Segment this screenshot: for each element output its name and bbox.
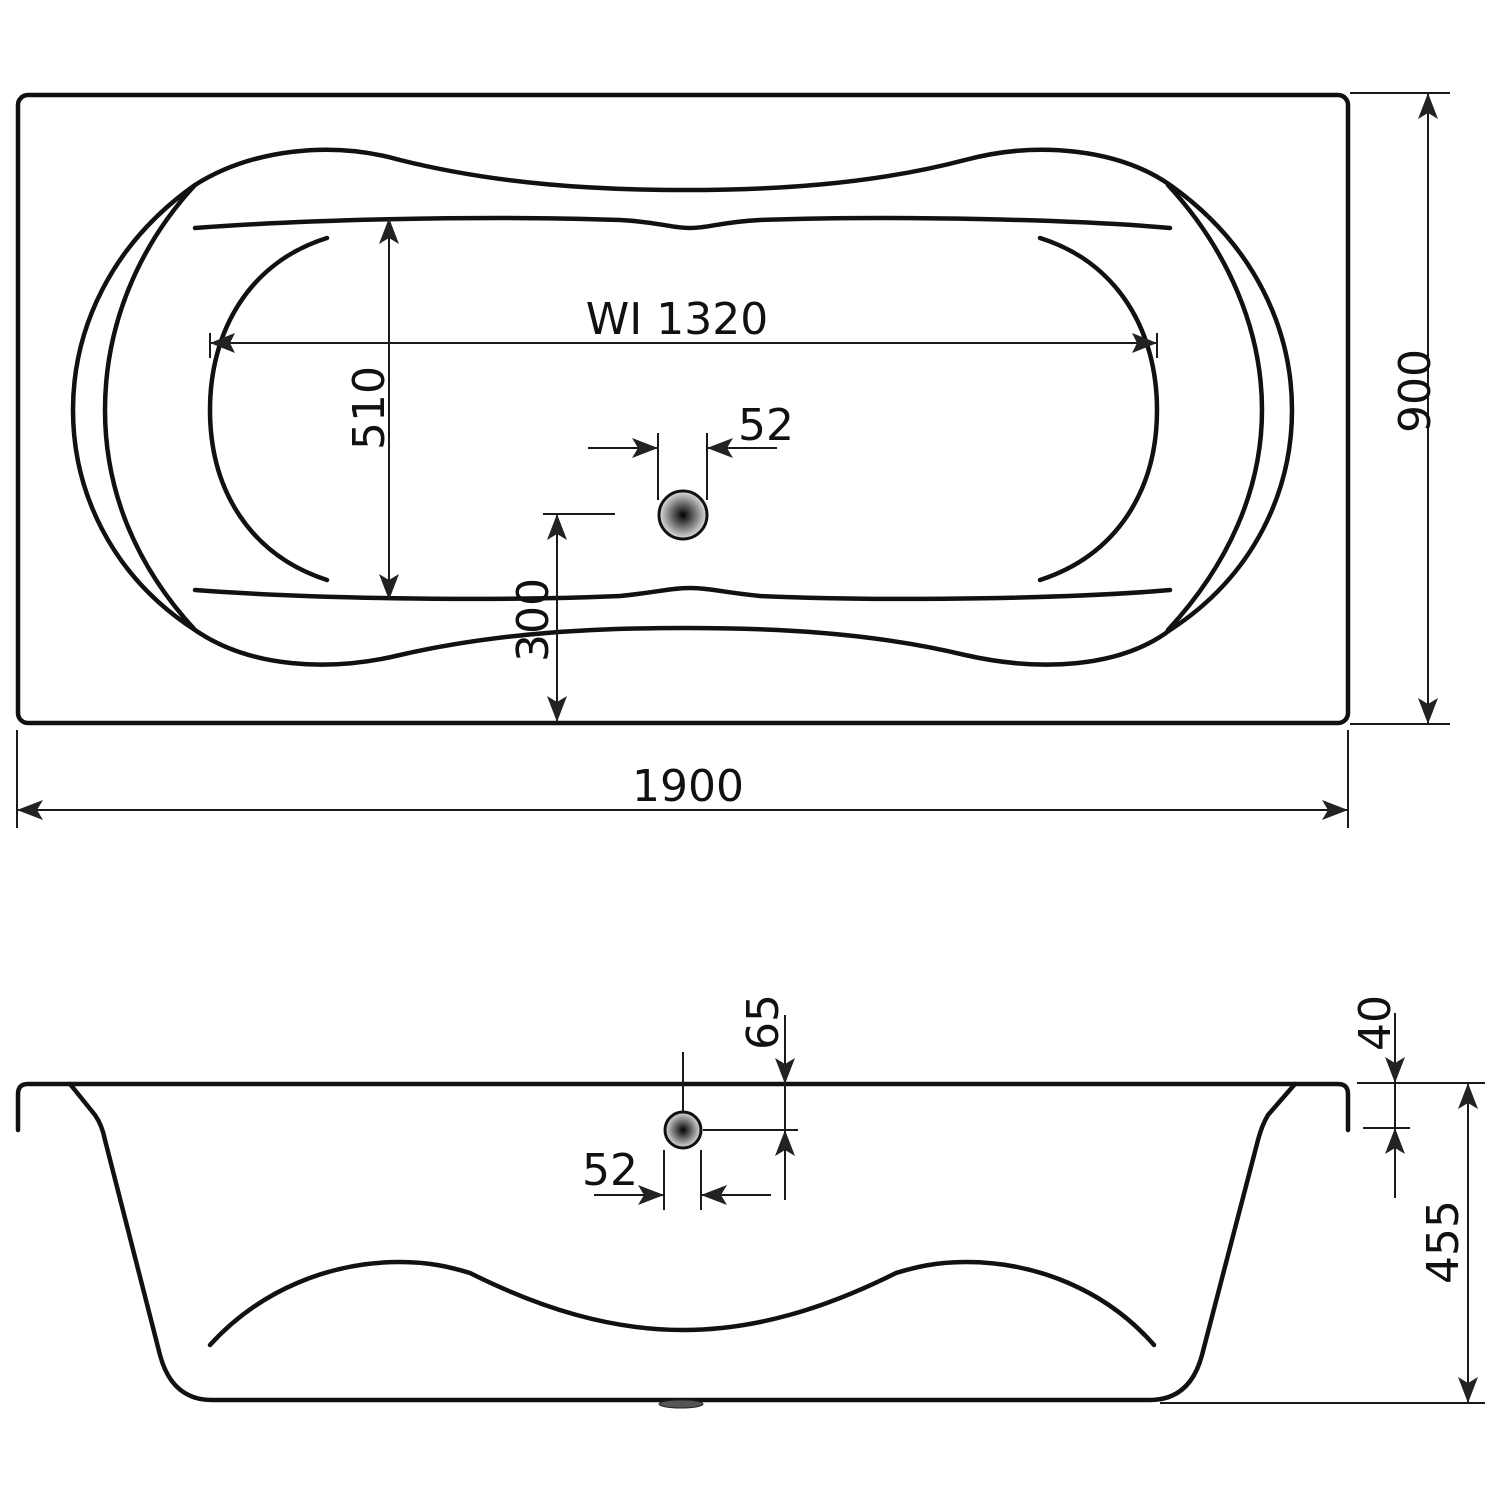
drain-offset-label: 300 bbox=[508, 578, 559, 662]
tub-side-backrest-profile bbox=[207, 1259, 1157, 1348]
rim-thickness-dimension: 40 bbox=[1350, 995, 1485, 1198]
backrest-left bbox=[207, 235, 330, 583]
overall-length-label: 1900 bbox=[632, 761, 744, 812]
tub-basin-bottom-edge bbox=[192, 585, 1173, 602]
drain-icon bbox=[657, 489, 709, 541]
drain-diameter-dimension-top: 52 bbox=[588, 400, 794, 500]
tub-inner-rim-right bbox=[1165, 182, 1265, 633]
top-view: WI 1320 510 52 300 bbox=[15, 92, 1450, 828]
overflow-diameter-dimension: 52 bbox=[582, 1145, 771, 1210]
inner-length-label: WI 1320 bbox=[586, 294, 768, 345]
drain-offset-dimension: 300 bbox=[508, 513, 615, 722]
backrest-right bbox=[1037, 235, 1160, 583]
overflow-diameter-label: 52 bbox=[582, 1145, 638, 1196]
overall-length-dimension: 1900 bbox=[16, 730, 1349, 828]
inner-length-dimension: WI 1320 bbox=[209, 294, 1158, 358]
tub-basin-top-edge bbox=[192, 215, 1173, 231]
overflow-offset-dimension: 65 bbox=[703, 994, 798, 1200]
tub-deck-outline bbox=[15, 92, 1351, 726]
overflow-offset-label: 65 bbox=[738, 994, 789, 1050]
depth-label: 455 bbox=[1418, 1200, 1469, 1284]
side-view: 65 52 40 455 bbox=[15, 994, 1485, 1409]
rim-thickness-label: 40 bbox=[1350, 995, 1401, 1051]
overflow-icon bbox=[663, 1110, 703, 1150]
inner-width-dimension: 510 bbox=[344, 218, 399, 600]
inner-width-label: 510 bbox=[344, 366, 395, 450]
overall-width-dimension: 900 bbox=[1350, 92, 1450, 725]
tub-inner-rim-left bbox=[102, 182, 198, 633]
overall-width-label: 900 bbox=[1390, 349, 1441, 433]
bottom-drain-icon bbox=[658, 1399, 704, 1409]
drain-diameter-label-top: 52 bbox=[738, 400, 794, 451]
depth-dimension: 455 bbox=[1160, 1083, 1485, 1404]
